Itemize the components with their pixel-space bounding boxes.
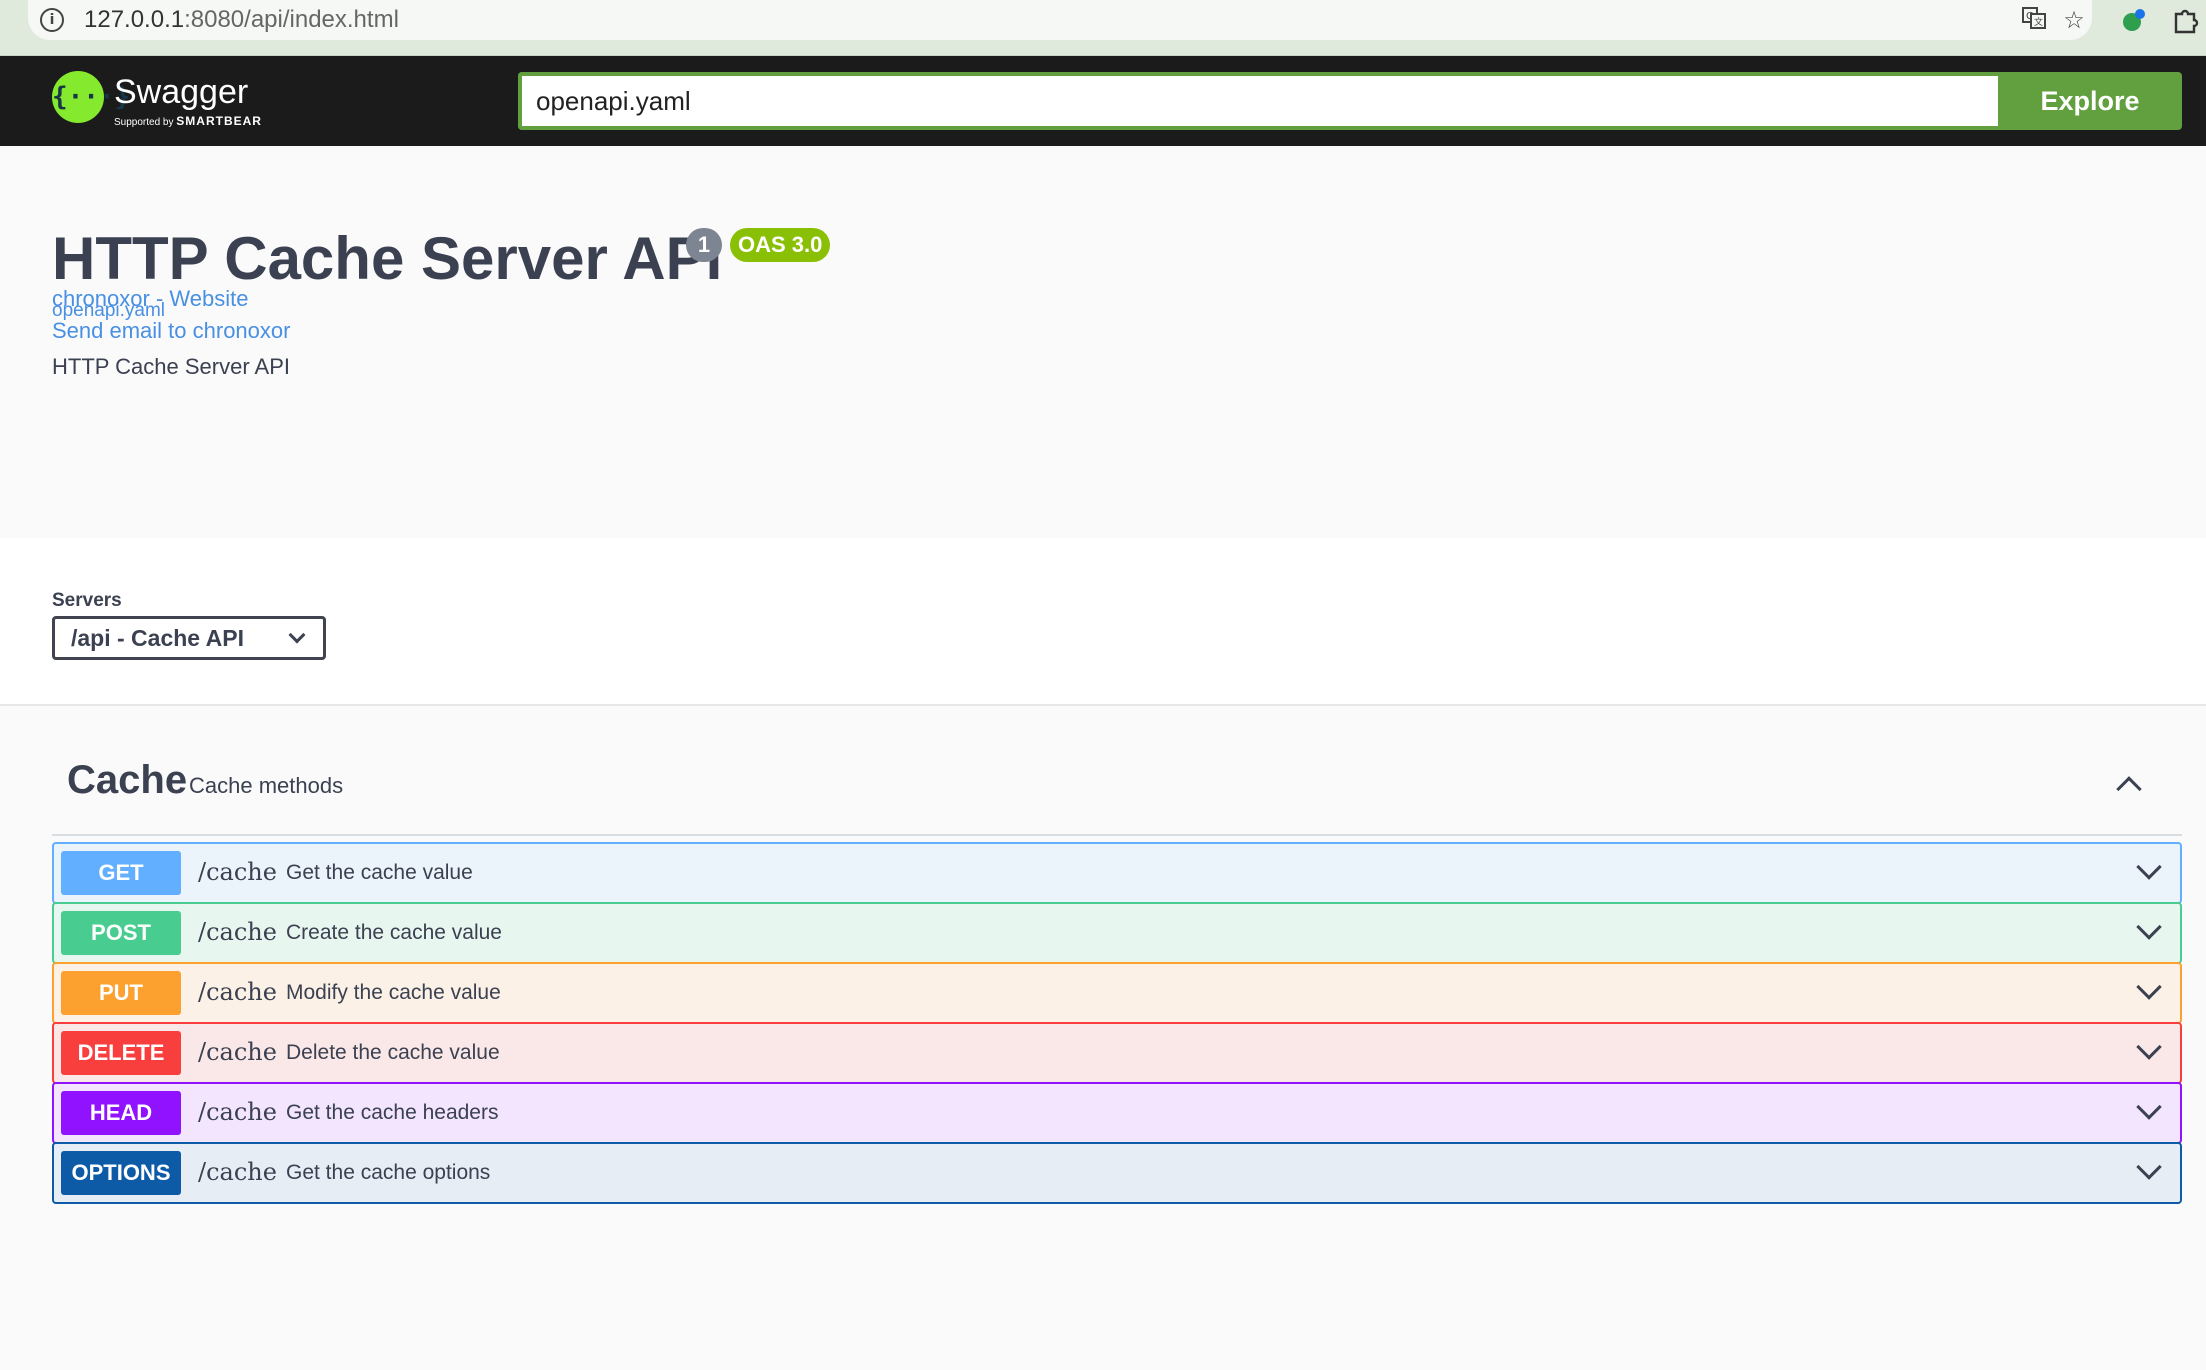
- api-description: HTTP Cache Server API: [52, 354, 291, 379]
- operation-path: /cache: [198, 1038, 277, 1066]
- operation-head[interactable]: HEAD/cache Get the cache headers: [52, 1082, 2182, 1144]
- operation-post[interactable]: POST/cache Create the cache value: [52, 902, 2182, 964]
- operation-put[interactable]: PUT/cache Modify the cache value: [52, 962, 2182, 1024]
- url-text[interactable]: 127.0.0.1:8080/api/index.html: [84, 6, 399, 34]
- operation-summary: Get the cache options: [286, 1161, 491, 1184]
- star-icon[interactable]: ☆: [2063, 6, 2085, 34]
- logo-name: Swagger: [114, 73, 249, 111]
- version-badge: 1: [686, 228, 722, 262]
- swagger-topbar: {···} Swagger Supported by SMARTBEAR Exp…: [0, 56, 2206, 146]
- servers-selected-value: /api - Cache API: [71, 625, 244, 651]
- method-badge: OPTIONS: [61, 1151, 181, 1195]
- servers-label: Servers: [52, 590, 122, 611]
- contact-email-link[interactable]: Send email to chronoxor: [52, 318, 291, 343]
- operation-summary: Get the cache value: [286, 861, 473, 884]
- info-icon[interactable]: i: [40, 8, 64, 32]
- tag-description: Cache methods: [189, 773, 344, 798]
- chevron-down-icon[interactable]: [2136, 1154, 2162, 1180]
- operation-summary: Modify the cache value: [286, 981, 501, 1004]
- logo-sub-brand: SMARTBEAR: [176, 114, 262, 128]
- operation-path: /cache: [198, 858, 277, 886]
- method-badge: DELETE: [61, 1031, 181, 1075]
- chevron-up-icon[interactable]: [2116, 776, 2142, 802]
- url-host: 127.0.0.1: [84, 6, 185, 33]
- svg-text:G: G: [2026, 11, 2034, 22]
- chevron-down-icon[interactable]: [2136, 854, 2162, 880]
- chevron-down-icon[interactable]: [2136, 974, 2162, 1000]
- chevron-down-icon[interactable]: [2136, 1094, 2162, 1120]
- swagger-logo-icon: {···}: [52, 71, 130, 123]
- logo-sub-prefix: Supported by: [114, 117, 174, 128]
- operation-options[interactable]: OPTIONS/cache Get the cache options: [52, 1142, 2182, 1204]
- spec-link[interactable]: openapi.yaml: [52, 300, 166, 321]
- tag-cache-header[interactable]: Cache Cache methods: [52, 740, 2182, 836]
- servers-select[interactable]: /api - Cache API: [52, 616, 326, 660]
- api-info-section: HTTP Cache Server API 1 OAS 3.0 openapi.…: [0, 146, 2206, 538]
- method-badge: POST: [61, 911, 181, 955]
- operation-get[interactable]: GET/cache Get the cache value: [52, 842, 2182, 904]
- operation-path: /cache: [198, 1158, 277, 1186]
- svg-text:文: 文: [2034, 16, 2043, 28]
- puzzle-icon[interactable]: [2170, 4, 2202, 36]
- oas-badge: OAS 3.0: [730, 228, 831, 262]
- chevron-down-icon[interactable]: [2136, 1034, 2162, 1060]
- operation-delete[interactable]: DELETE/cache Delete the cache value: [52, 1022, 2182, 1084]
- extension-icon[interactable]: [2118, 4, 2150, 36]
- method-badge: PUT: [61, 971, 181, 1015]
- chevron-down-icon: [288, 626, 306, 644]
- page-title: HTTP Cache Server API: [52, 225, 723, 292]
- operation-path: /cache: [198, 918, 277, 946]
- contact-website-link[interactable]: chronoxor - Website: [52, 286, 249, 311]
- operation-path: /cache: [198, 1098, 277, 1126]
- chevron-down-icon[interactable]: [2136, 914, 2162, 940]
- explore-button[interactable]: Explore: [1998, 72, 2182, 130]
- operation-summary: Create the cache value: [286, 921, 502, 944]
- logo-subtitle: Supported by SMARTBEAR: [114, 114, 262, 128]
- servers-section: Servers /api - Cache API: [0, 538, 2206, 706]
- operation-summary: Delete the cache value: [286, 1041, 500, 1064]
- url-path: :8080/api/index.html: [184, 6, 399, 33]
- operation-summary: Get the cache headers: [286, 1101, 499, 1124]
- method-badge: HEAD: [61, 1091, 181, 1135]
- spec-url-input[interactable]: [518, 72, 1998, 130]
- operation-path: /cache: [198, 978, 277, 1006]
- tag-name: Cache: [67, 758, 188, 802]
- method-badge: GET: [61, 851, 181, 895]
